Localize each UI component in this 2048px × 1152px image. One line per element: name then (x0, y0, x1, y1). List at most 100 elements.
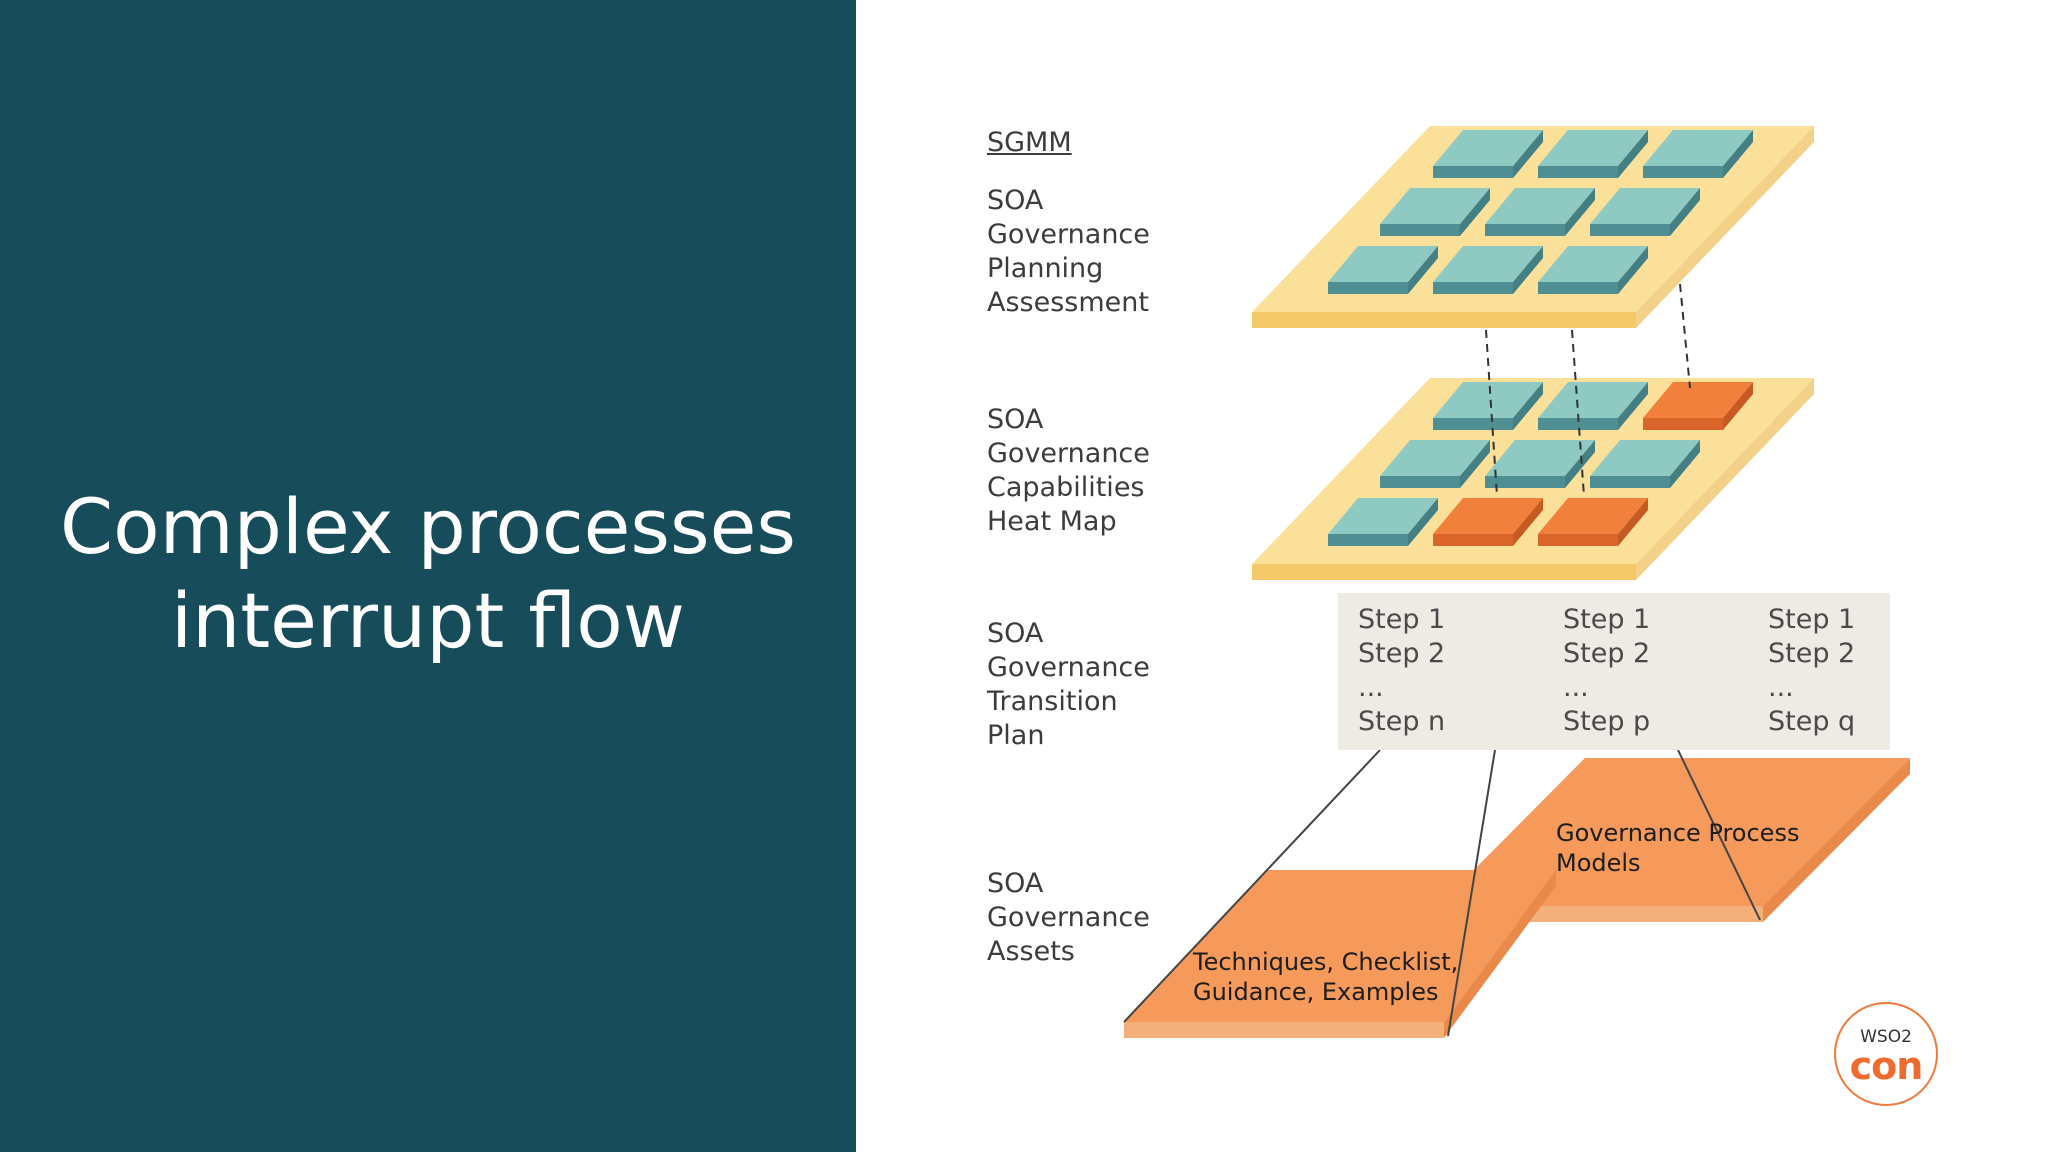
grid-tile-front (1433, 534, 1513, 546)
grid-tile-front (1538, 534, 1618, 546)
platform-side (1636, 378, 1814, 580)
layer-label-line: SOA (987, 868, 1044, 899)
connector-line (1679, 283, 1691, 389)
planning-assessment-tiles (1328, 130, 1753, 294)
grid-tile-side (1460, 440, 1490, 488)
grid-tile-side (1408, 498, 1438, 546)
left-panel: Complex processes interrupt flow (0, 0, 856, 1152)
grid-tile-front (1643, 418, 1723, 430)
layer-label-line: Capabilities (987, 472, 1145, 503)
grid-tile-side (1513, 246, 1543, 294)
grid-tile (1485, 188, 1595, 224)
grid-tile-front (1485, 224, 1565, 236)
layer-label-line: Plan (987, 720, 1045, 751)
connector-line (1447, 749, 1496, 1037)
grid-tile-side (1513, 130, 1543, 178)
grid-tile-front (1433, 418, 1513, 430)
solid-connectors (1123, 749, 1761, 1037)
grid-tile (1538, 246, 1648, 282)
grid-tile (1433, 246, 1543, 282)
logo-top-text: WSO2 (1860, 1027, 1912, 1047)
step-item: Step 1 (1358, 604, 1446, 635)
grid-tile (1590, 188, 1700, 224)
grid-tile (1380, 440, 1490, 476)
slide-title: Complex processes interrupt flow (0, 480, 856, 668)
step-item: Step q (1768, 706, 1856, 737)
layer-label-transition: SOA Governance Transition Plan (987, 617, 1150, 753)
grid-tile-front (1590, 476, 1670, 488)
step-column: Step 1 Step 2 ... Step n (1358, 603, 1445, 739)
grid-tile (1538, 130, 1648, 166)
grid-tile-side (1513, 498, 1543, 546)
grid-tile-side (1723, 130, 1753, 178)
layer-label-line: SOA (987, 404, 1044, 435)
dashed-connectors (1485, 283, 1691, 497)
step-item: Step n (1358, 706, 1446, 737)
layer-label-line: SOA (987, 618, 1044, 649)
grid-tile-side (1670, 440, 1700, 488)
layer-label-line: Planning (987, 253, 1104, 284)
step-column: Step 1 Step 2 ... Step q (1768, 603, 1855, 739)
sgmm-heading: SGMM (987, 127, 1072, 158)
step-item: Step 2 (1358, 638, 1446, 669)
panel-top (1438, 758, 1910, 906)
techniques-label: Techniques, Checklist, Guidance, Example… (1193, 947, 1458, 1007)
grid-tile (1485, 440, 1595, 476)
step-item: Step 1 (1563, 604, 1651, 635)
grid-tile (1538, 382, 1648, 418)
grid-tile (1433, 382, 1543, 418)
layer-label-line: Assets (987, 936, 1075, 967)
layer-label-assets: SOA Governance Assets (987, 867, 1150, 969)
connector-line (1123, 749, 1381, 1023)
grid-tile-front (1380, 476, 1460, 488)
asset-label-line: Models (1556, 849, 1641, 877)
layer-label-line: Assessment (987, 287, 1149, 318)
platform-front (1252, 564, 1636, 580)
grid-tile-side (1565, 440, 1595, 488)
layer-label-heat-map: SOA Governance Capabilities Heat Map (987, 403, 1150, 539)
layer-label-line: Governance (987, 902, 1150, 933)
grid-tile-front (1328, 282, 1408, 294)
grid-tile-side (1565, 188, 1595, 236)
platform-side (1636, 126, 1814, 328)
step-item: ... (1563, 672, 1589, 703)
grid-tile (1328, 498, 1438, 534)
grid-tile-side (1460, 188, 1490, 236)
grid-tile-side (1618, 130, 1648, 178)
step-item: Step 2 (1768, 638, 1856, 669)
grid-tile-side (1408, 246, 1438, 294)
heat-map-tiles (1328, 382, 1753, 546)
layer-label-line: Governance (987, 219, 1150, 250)
grid-tile-side (1723, 382, 1753, 430)
layer-label-line: Governance (987, 652, 1150, 683)
grid-tile-side (1618, 498, 1648, 546)
wso2con-logo: WSO2 con (1834, 1002, 1938, 1106)
heat-tile-highlighted (1433, 498, 1543, 534)
grid-tile (1643, 130, 1753, 166)
grid-tile-front (1538, 418, 1618, 430)
asset-label-line: Guidance, Examples (1193, 978, 1439, 1006)
step-item: ... (1768, 672, 1794, 703)
slide-title-line-1: Complex processes (60, 482, 796, 571)
layer-label-line: Transition (987, 686, 1118, 717)
grid-tile (1380, 188, 1490, 224)
platform-front (1252, 312, 1636, 328)
grid-tile-front (1643, 166, 1723, 178)
transition-steps-box: Step 1 Step 2 ... Step n Step 1 Step 2 .… (1338, 593, 1890, 750)
grid-tile-side (1618, 382, 1648, 430)
grid-tile-side (1618, 246, 1648, 294)
grid-tile-side (1513, 382, 1543, 430)
layer-label-planning: SOA Governance Planning Assessment (987, 184, 1150, 320)
step-item: Step 2 (1563, 638, 1651, 669)
step-item: ... (1358, 672, 1384, 703)
grid-tile-front (1433, 166, 1513, 178)
asset-label-line: Techniques, Checklist, (1193, 948, 1459, 976)
grid-tile (1590, 440, 1700, 476)
grid-tile-side (1670, 188, 1700, 236)
asset-label-line: Governance Process (1556, 819, 1800, 847)
grid-tile-front (1433, 282, 1513, 294)
step-column: Step 1 Step 2 ... Step p (1563, 603, 1650, 739)
panel-side (1444, 870, 1556, 1038)
heat-tile-highlighted (1538, 498, 1648, 534)
